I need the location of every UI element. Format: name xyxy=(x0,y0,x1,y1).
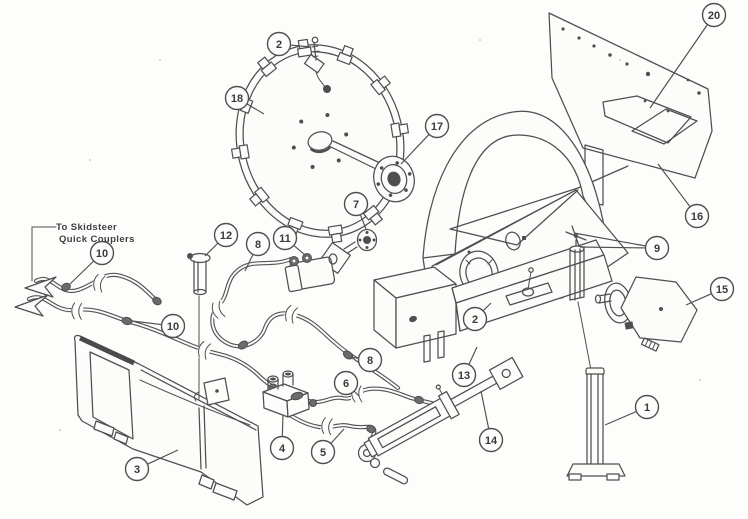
callout-6: 6 xyxy=(333,370,360,397)
tooth-bolt xyxy=(311,36,320,61)
callout-number: 13 xyxy=(458,370,470,382)
hose-fitting xyxy=(61,282,71,292)
jack-stand xyxy=(566,367,626,481)
callout-number: 8 xyxy=(367,355,373,367)
callout-5: 5 xyxy=(310,428,345,465)
coupler-arrow xyxy=(14,294,49,317)
callout-number: 5 xyxy=(320,447,326,459)
callout-10: 10 xyxy=(69,240,115,285)
hose-fitting xyxy=(152,296,162,306)
hose-break xyxy=(209,299,227,321)
callout-number: 3 xyxy=(134,464,140,476)
mount-plate xyxy=(73,334,264,506)
hydraulic-hoses xyxy=(26,256,444,449)
callout-2: 2 xyxy=(266,31,312,57)
callout-1: 1 xyxy=(604,394,660,426)
cutter-tooth xyxy=(296,38,313,58)
cutter-tooth xyxy=(370,75,392,96)
callout-4: 4 xyxy=(269,414,295,461)
valve-port xyxy=(290,391,304,401)
hose-break xyxy=(319,416,335,436)
callout-number: 18 xyxy=(231,93,243,105)
callout-number: 14 xyxy=(485,435,498,447)
skidsteer-note: To Skidsteer Quick Couplers xyxy=(14,222,135,317)
callout-13: 13 xyxy=(451,346,478,388)
callout-number: 2 xyxy=(276,39,282,51)
deflector-plate xyxy=(602,95,698,145)
callout-9: 9 xyxy=(573,232,670,261)
hose-break xyxy=(90,272,108,294)
plate-slot xyxy=(93,420,115,437)
hose-fitting xyxy=(237,340,249,350)
hose-break xyxy=(282,303,300,325)
coupler-arrow xyxy=(24,276,57,298)
beam-washer-plate xyxy=(505,282,553,306)
callout-number: 10 xyxy=(167,321,179,333)
cutter-tooth xyxy=(256,56,278,78)
callout-number: 4 xyxy=(279,443,286,455)
cutter-tooth xyxy=(230,144,250,160)
drive-hub xyxy=(330,140,415,203)
callout-number: 6 xyxy=(343,378,349,390)
callout-10: 10 xyxy=(131,313,186,339)
hose-fitting xyxy=(414,395,424,405)
valve-port xyxy=(309,399,317,407)
callout-15: 15 xyxy=(685,276,735,306)
callout-14: 14 xyxy=(478,390,504,453)
cutter-tooth xyxy=(390,122,410,138)
callout-number: 9 xyxy=(654,243,660,255)
attachment-pin xyxy=(187,252,211,402)
callout-number: 1 xyxy=(644,402,650,414)
callout-20: 20 xyxy=(649,2,727,109)
cutter-wheel xyxy=(230,38,410,244)
hose-break xyxy=(195,339,213,361)
callout-number: 16 xyxy=(691,211,703,223)
callout-18: 18 xyxy=(224,85,265,115)
hydraulic-cylinder xyxy=(357,356,524,485)
scan-noise xyxy=(59,39,701,431)
frame-box xyxy=(373,266,457,363)
callout-7: 7 xyxy=(343,191,369,230)
cutter-tooth xyxy=(362,204,384,226)
hose-fitting xyxy=(121,316,133,326)
main-beam xyxy=(451,239,613,332)
control-valve xyxy=(262,370,317,418)
callout-11: 11 xyxy=(272,225,306,256)
loose-tooth xyxy=(303,53,331,93)
plate-slot xyxy=(212,482,238,501)
note-line-2: Quick Couplers xyxy=(59,234,135,245)
callout-16: 16 xyxy=(657,163,710,229)
motor-bolt xyxy=(640,337,660,352)
callout-17: 17 xyxy=(400,113,450,165)
hose-break xyxy=(70,301,84,321)
cutter-tooth xyxy=(327,224,344,244)
callout-number: 10 xyxy=(96,248,108,260)
callout-number: 11 xyxy=(279,233,291,245)
callout-2: 2 xyxy=(462,302,492,332)
pivot-pin-assembly xyxy=(565,225,592,371)
callout-number: 12 xyxy=(220,230,232,242)
cutter-tooth xyxy=(336,44,354,66)
callout-number: 15 xyxy=(716,284,728,296)
callout-8: 8 xyxy=(244,231,271,272)
callout-8: 8 xyxy=(349,347,383,373)
callout-number: 17 xyxy=(431,121,443,133)
hose-fitting xyxy=(366,424,376,434)
callout-3: 3 xyxy=(124,449,179,482)
shaft-coupler xyxy=(343,228,378,255)
callout-number: 2 xyxy=(472,314,478,326)
cutter-tooth xyxy=(248,186,270,207)
plate-slot xyxy=(113,431,129,445)
callout-number: 20 xyxy=(708,10,720,22)
hydraulic-motor xyxy=(284,242,351,293)
note-line-1: To Skidsteer xyxy=(56,222,117,233)
callout-number: 7 xyxy=(353,199,359,211)
plate-slot xyxy=(198,474,215,490)
callout-12: 12 xyxy=(204,222,239,257)
drive-motor-cover xyxy=(594,276,698,352)
callout-number: 8 xyxy=(255,239,261,251)
